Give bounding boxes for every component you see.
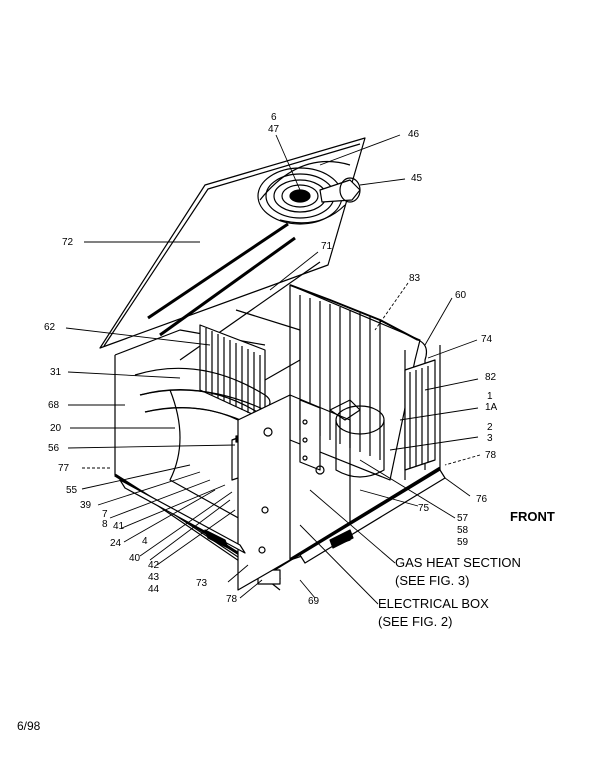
part-label-55: 55 bbox=[66, 485, 78, 496]
part-label-39: 39 bbox=[80, 500, 92, 511]
part-label-24: 24 bbox=[110, 538, 122, 549]
part-label-7: 7 bbox=[102, 509, 108, 520]
part-label-40: 40 bbox=[129, 553, 141, 564]
part-label-1a: 1A bbox=[485, 402, 498, 413]
electrical-box-ref: (SEE FIG. 2) bbox=[378, 614, 453, 629]
part-label-78-bottom: 78 bbox=[226, 594, 238, 605]
part-label-77: 77 bbox=[58, 463, 70, 474]
part-label-72: 72 bbox=[62, 237, 74, 248]
part-label-58: 58 bbox=[457, 525, 469, 536]
part-label-1: 1 bbox=[487, 391, 493, 402]
part-label-57: 57 bbox=[457, 513, 469, 524]
part-label-6: 6 bbox=[271, 112, 277, 123]
part-label-31: 31 bbox=[50, 367, 62, 378]
part-label-47: 47 bbox=[268, 124, 280, 135]
part-label-2: 2 bbox=[487, 422, 493, 433]
compressor bbox=[335, 405, 385, 478]
part-label-3: 3 bbox=[487, 433, 493, 444]
electrical-box-title: ELECTRICAL BOX bbox=[378, 596, 489, 611]
part-label-82: 82 bbox=[485, 372, 497, 383]
part-label-75: 75 bbox=[418, 503, 430, 514]
electrical-box-callout: ELECTRICAL BOX (SEE FIG. 2) bbox=[378, 596, 489, 630]
part-label-56: 56 bbox=[48, 443, 60, 454]
part-label-59: 59 bbox=[457, 537, 469, 548]
part-label-46: 46 bbox=[408, 129, 420, 140]
part-label-68: 68 bbox=[48, 400, 60, 411]
part-label-73: 73 bbox=[196, 578, 208, 589]
part-label-76: 76 bbox=[476, 494, 488, 505]
part-label-41: 41 bbox=[113, 521, 125, 532]
date-code: 6/98 bbox=[17, 719, 41, 733]
part-label-83: 83 bbox=[409, 273, 421, 284]
part-label-74: 74 bbox=[481, 334, 493, 345]
part-label-20: 20 bbox=[50, 423, 62, 434]
leader-lines bbox=[65, 134, 481, 605]
front-label: FRONT bbox=[510, 509, 555, 524]
part-label-43: 43 bbox=[148, 572, 160, 583]
part-label-78-right: 78 bbox=[485, 450, 497, 461]
part-label-45: 45 bbox=[411, 173, 423, 184]
gas-heat-section-title: GAS HEAT SECTION bbox=[395, 555, 521, 570]
part-label-62: 62 bbox=[44, 322, 56, 333]
part-label-44: 44 bbox=[148, 584, 160, 595]
part-label-42: 42 bbox=[148, 560, 160, 571]
part-label-60: 60 bbox=[455, 290, 467, 301]
part-label-69: 69 bbox=[308, 596, 320, 607]
part-label-8: 8 bbox=[102, 519, 108, 530]
part-label-4: 4 bbox=[142, 536, 148, 547]
gas-heat-section-callout: GAS HEAT SECTION (SEE FIG. 3) bbox=[395, 555, 521, 589]
right-panel-fins bbox=[404, 359, 436, 471]
part-label-71: 71 bbox=[321, 241, 333, 252]
gas-heat-section-ref: (SEE FIG. 3) bbox=[395, 573, 470, 588]
